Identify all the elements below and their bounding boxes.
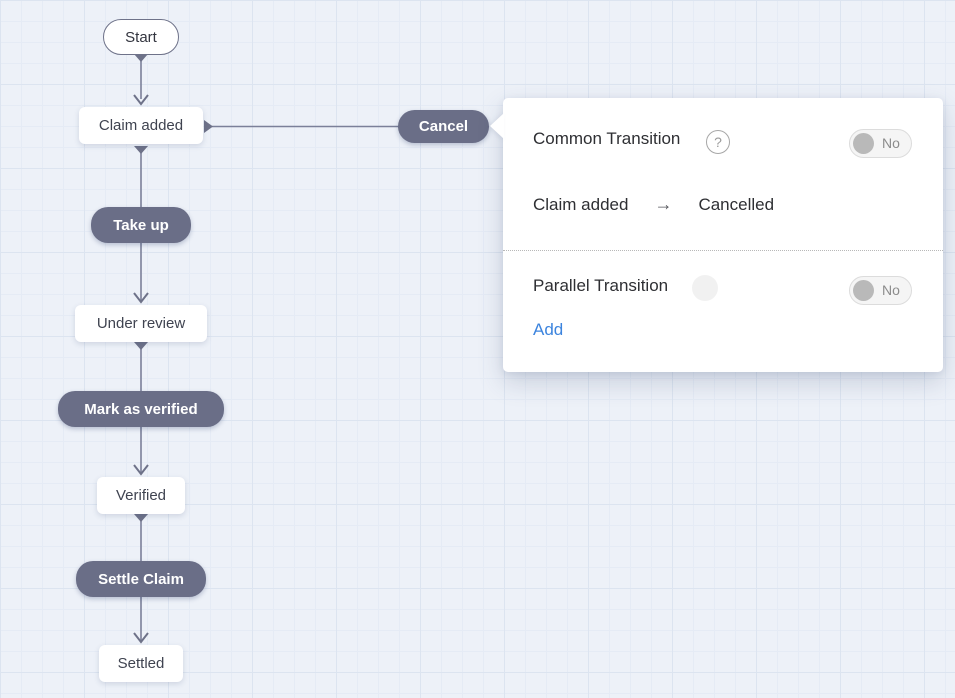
transition-route: Claim added → Cancelled — [533, 194, 774, 215]
node-settle-claim[interactable]: Settle Claim — [76, 561, 206, 597]
route-from-state: Claim added — [533, 194, 629, 214]
toggle-knob — [853, 280, 874, 301]
node-settled[interactable]: Settled — [99, 645, 183, 682]
connector-under-review-nub — [134, 342, 148, 350]
transition-settings-popup: Common Transition ? No Claim added → Can… — [490, 98, 943, 372]
toggle-state-label: No — [882, 135, 900, 151]
connector-start-nub — [134, 54, 148, 62]
node-claim-added[interactable]: Claim added — [79, 107, 203, 144]
node-cancel[interactable]: Cancel — [398, 110, 489, 143]
parallel-transition-label: Parallel Transition — [533, 276, 669, 295]
add-parallel-transition-link[interactable]: Add — [533, 320, 564, 339]
connector-verified-nub — [134, 514, 148, 522]
toggle-knob — [853, 133, 874, 154]
node-take-up[interactable]: Take up — [91, 207, 191, 243]
common-transition-label: Common Transition — [533, 129, 681, 148]
popup-divider — [503, 250, 943, 251]
popup-callout-arrow — [490, 113, 504, 139]
arrowhead-under-review — [133, 292, 149, 304]
arrowhead-settled — [133, 632, 149, 644]
parallel-transition-toggle[interactable]: No — [849, 276, 912, 305]
toggle-state-label: No — [882, 282, 900, 298]
question-circle-icon[interactable]: ? — [706, 130, 730, 154]
arrowhead-claim-added — [133, 94, 149, 106]
arrow-right-icon: → — [654, 194, 673, 214]
node-verified[interactable]: Verified — [97, 477, 185, 514]
parallel-help-placeholder-icon — [692, 275, 718, 301]
arrowhead-verified — [133, 464, 149, 476]
connector-cancel-nub — [204, 120, 213, 133]
common-transition-toggle[interactable]: No — [849, 129, 912, 158]
node-under-review[interactable]: Under review — [75, 305, 207, 342]
node-start[interactable]: Start — [103, 19, 179, 55]
node-mark-as-verified[interactable]: Mark as verified — [58, 391, 224, 427]
connector-claim-added-nub — [134, 146, 148, 154]
route-to-state: Cancelled — [698, 194, 775, 214]
